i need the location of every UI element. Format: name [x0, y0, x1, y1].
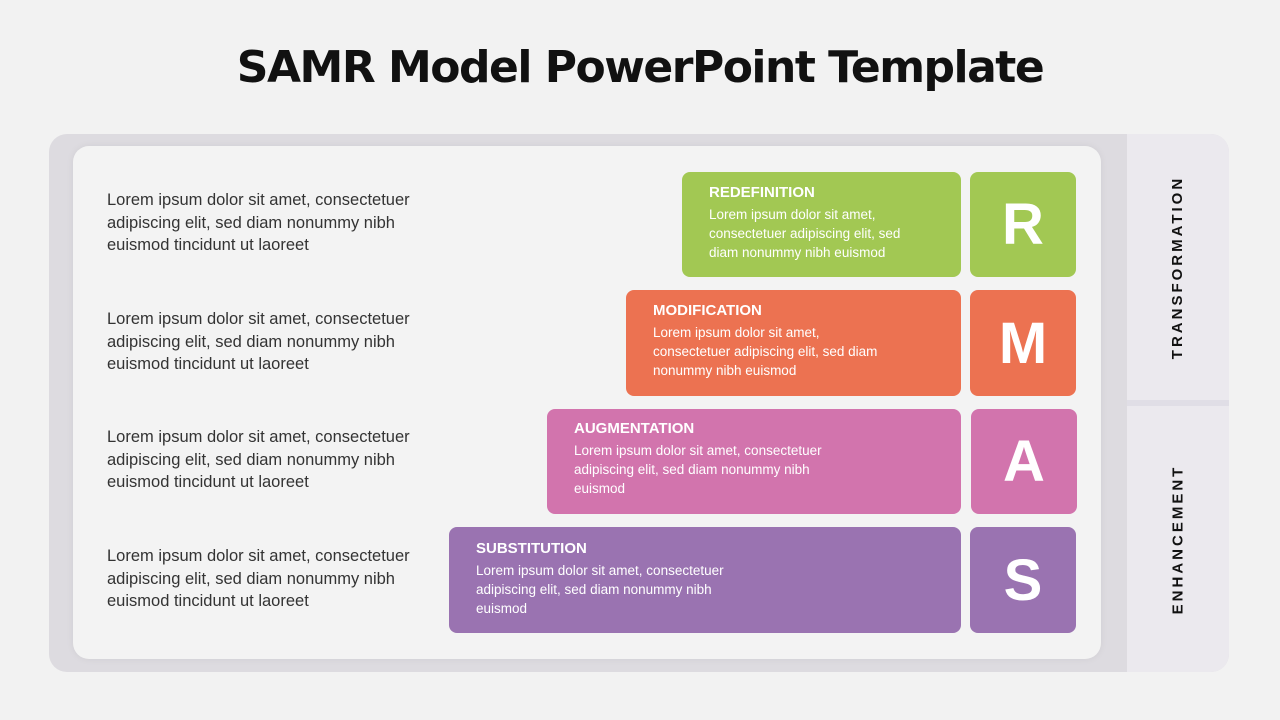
- redefinition-title: REDEFINITION: [709, 184, 815, 201]
- enhancement-label: ENHANCEMENT: [1169, 464, 1187, 614]
- modification-bar: MODIFICATION Lorem ipsum dolor sit amet,…: [626, 290, 961, 396]
- augmentation-desc: Lorem ipsum dolor sit amet, consectetuer…: [574, 443, 822, 496]
- modification-desc: Lorem ipsum dolor sit amet, consectetuer…: [653, 325, 878, 378]
- side-divider: [1127, 400, 1229, 406]
- transformation-label: TRANSFORMATION: [1169, 175, 1187, 359]
- left-text-augmentation: Lorem ipsum dolor sit amet, consectetuer…: [107, 428, 410, 491]
- left-text-modification: Lorem ipsum dolor sit amet, consectetuer…: [107, 310, 410, 373]
- redefinition-desc: Lorem ipsum dolor sit amet, consectetuer…: [709, 207, 901, 260]
- augmentation-title: AUGMENTATION: [574, 420, 695, 437]
- transformation-label-wrap: TRANSFORMATION: [1127, 134, 1229, 400]
- letter-m-tile: M: [970, 290, 1076, 396]
- letter-s-tile: S: [970, 527, 1076, 633]
- letter-a-tile: A: [971, 409, 1077, 514]
- left-text-redefinition: Lorem ipsum dolor sit amet, consectetuer…: [107, 191, 410, 254]
- substitution-title: SUBSTITUTION: [476, 540, 587, 557]
- page-title: SAMR Model PowerPoint Template: [236, 42, 1045, 93]
- substitution-desc: Lorem ipsum dolor sit amet, consectetuer…: [476, 563, 724, 616]
- letter-r-tile: R: [970, 172, 1076, 277]
- substitution-bar: SUBSTITUTION Lorem ipsum dolor sit amet,…: [449, 527, 961, 633]
- left-text-substitution: Lorem ipsum dolor sit amet, consectetuer…: [107, 547, 410, 610]
- augmentation-bar: AUGMENTATION Lorem ipsum dolor sit amet,…: [547, 409, 961, 514]
- modification-title: MODIFICATION: [653, 302, 762, 319]
- redefinition-bar: REDEFINITION Lorem ipsum dolor sit amet,…: [682, 172, 961, 277]
- enhancement-label-wrap: ENHANCEMENT: [1127, 406, 1229, 672]
